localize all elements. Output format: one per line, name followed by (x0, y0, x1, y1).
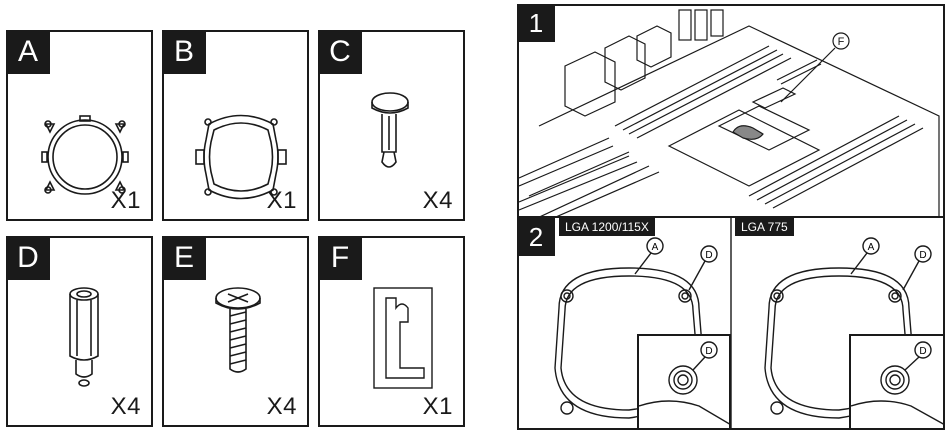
standoff-detail-icon: D (851, 341, 943, 425)
part-letter-badge: A (8, 32, 50, 74)
quantity-label: X1 (266, 187, 297, 214)
thermal-pad-icon (373, 287, 433, 389)
bracket-ring-icon (195, 114, 287, 200)
part-letter-badge: D (8, 238, 50, 280)
part-panel-d: D X4 (6, 236, 153, 427)
retention-ring-icon (41, 115, 129, 195)
inset-callout-d: D (705, 346, 712, 357)
inset-callout-d: D (919, 346, 926, 357)
part-letter-badge: F (320, 238, 362, 280)
quantity-label: X1 (422, 393, 453, 420)
part-panel-b: B X1 (162, 30, 309, 221)
standoff-icon (69, 287, 99, 387)
callout-f: F (838, 36, 845, 48)
quantity-label: X1 (110, 187, 141, 214)
quantity-label: X4 (422, 187, 453, 214)
standoff-detail-icon: D (639, 341, 729, 425)
step-1-panel: 1 F (517, 4, 945, 218)
step-number-badge: 2 (519, 218, 555, 256)
quantity-label: X4 (266, 393, 297, 420)
motherboard-socket-illustration: F (519, 9, 940, 216)
callout-d-left: D (705, 250, 712, 261)
part-panel-e: E X4 (162, 236, 309, 427)
step-number-badge: 1 (519, 6, 555, 42)
step-2-panel: 2 LGA 1200/115X LGA 775 A D A D (517, 216, 945, 430)
socket-label-lga775: LGA 775 (735, 218, 794, 236)
part-panel-c: C X4 (318, 30, 465, 221)
detail-inset-right: D (849, 334, 943, 428)
push-pin-icon (371, 92, 409, 168)
quantity-label: X4 (110, 393, 141, 420)
part-panel-f: F X1 (318, 236, 465, 427)
part-letter-badge: C (320, 32, 362, 74)
socket-label-lga1200: LGA 1200/115X (559, 218, 655, 236)
part-letter-badge: E (164, 238, 206, 280)
callout-a-left: A (652, 242, 659, 253)
screw-icon (215, 287, 261, 373)
part-panel-a: A X1 (6, 30, 153, 221)
part-letter-badge: B (164, 32, 206, 74)
callout-a-right: A (868, 242, 875, 253)
detail-inset-left: D (637, 334, 731, 428)
callout-d-right: D (919, 250, 926, 261)
